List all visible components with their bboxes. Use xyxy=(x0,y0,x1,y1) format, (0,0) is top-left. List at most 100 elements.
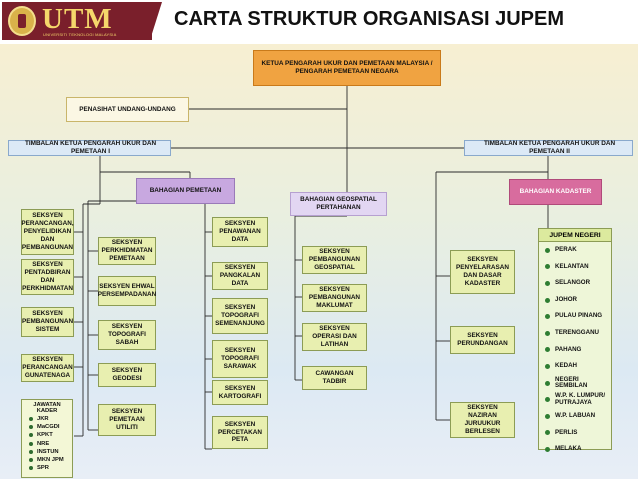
bullet-icon xyxy=(29,458,33,463)
list-item: PULAU PINANG xyxy=(539,308,611,325)
col4-box: CAWANGAN TADBIR xyxy=(302,366,367,390)
bullet-icon xyxy=(545,363,550,369)
list-item-label: PULAU PINANG xyxy=(555,312,603,320)
col3-box: SEKSYEN TOPOGRAFI SARAWAK xyxy=(212,340,268,378)
list-item: NEGERI SEMBILAN xyxy=(539,375,611,392)
bullet-icon xyxy=(545,380,550,386)
bahagian-kadaster-box: BAHAGIAN KADASTER xyxy=(509,179,602,205)
crest-icon xyxy=(8,6,36,36)
list-item-label: SELANGOR xyxy=(555,279,591,287)
col1-box: SEKSYEN PENTADBIRAN DAN PERKHIDMATAN xyxy=(21,259,74,295)
col2-box: SEKSYEN PERKHIDMATAN PEMETAAN xyxy=(98,237,156,265)
list-item: SELANGOR xyxy=(539,275,611,292)
bullet-icon xyxy=(29,466,33,471)
timbalan-left-box: TIMBALAN KETUA PENGARAH UKUR DAN PEMETAA… xyxy=(8,140,171,156)
list-item: MELAKA xyxy=(539,441,611,458)
logo-tagline: UNIVERSITI TEKNOLOGI MALAYSIA xyxy=(43,32,117,37)
list-item: PERAK xyxy=(539,242,611,259)
bullet-icon xyxy=(545,397,550,403)
list-item: MaCGDI xyxy=(25,423,69,431)
list-item-label: NRE xyxy=(37,440,50,447)
bullet-icon xyxy=(29,417,33,422)
col5-box: SEKSYEN PENYELARASAN DAN DASAR KADASTER xyxy=(450,250,515,294)
list-item-label: MELAKA xyxy=(555,445,582,453)
bullet-icon xyxy=(545,430,550,436)
slide-header: UTM UNIVERSITI TEKNOLOGI MALAYSIA CARTA … xyxy=(0,0,638,42)
list-item: PAHANG xyxy=(539,342,611,359)
col3-box: SEKSYEN PANGKALAN DATA xyxy=(212,262,268,290)
jupem-negeri-title: JUPEM NEGERI xyxy=(539,229,611,242)
list-item-label: JKR xyxy=(37,416,49,423)
logo-wordmark: UTM xyxy=(42,3,113,35)
jupem-negeri-box: JUPEM NEGERI PERAK KELANTAN SELANGOR JOH… xyxy=(538,228,612,452)
bullet-icon xyxy=(29,425,33,430)
list-item-label: KELANTAN xyxy=(555,262,589,270)
col4-box: SEKSYEN PEMBANGUNAN MAKLUMAT xyxy=(302,284,367,312)
org-chart: KETUA PENGARAH UKUR DAN PEMETAAN MALAYSI… xyxy=(0,44,638,479)
list-item-label: PAHANG xyxy=(555,345,582,353)
bullet-icon xyxy=(545,330,550,336)
bullet-icon xyxy=(545,247,550,253)
logo-slant xyxy=(150,2,162,40)
col2-box: SEKSYEN TOPOGRAFI SABAH xyxy=(98,320,156,350)
list-item: KEDAH xyxy=(539,358,611,375)
col1-box: SEKSYEN PEMBANGUNAN SISTEM xyxy=(21,307,74,337)
list-item: PERLIS xyxy=(539,425,611,442)
bullet-icon xyxy=(545,446,550,452)
list-item: NRE xyxy=(25,440,69,448)
list-item-label: TERENGGANU xyxy=(555,329,600,337)
bullet-icon xyxy=(545,347,550,353)
list-item-label: MKN JPM xyxy=(37,457,64,464)
slide-title: CARTA STRUKTUR ORGANISASI JUPEM xyxy=(174,8,565,30)
list-item-label: JOHOR xyxy=(555,295,578,303)
bullet-icon xyxy=(29,449,33,454)
list-item: W.P. K. LUMPUR/ PUTRAJAYA xyxy=(539,391,611,408)
bullet-icon xyxy=(545,264,550,270)
list-item: KPKT xyxy=(25,431,69,439)
col2-box: SEKSYEN PEMETAAN UTILITI xyxy=(98,404,156,436)
list-item-label: PERLIS xyxy=(555,428,578,436)
bullet-icon xyxy=(545,297,550,303)
col3-box: SEKSYEN TOPOGRAFI SEMENANJUNG xyxy=(212,298,268,334)
list-item: MKN JPM xyxy=(25,456,69,464)
list-item-label: PERAK xyxy=(555,246,577,254)
bahagian-pemetaan-box: BAHAGIAN PEMETAAN xyxy=(136,178,235,204)
list-item: JOHOR xyxy=(539,292,611,309)
list-item-label: KPKT xyxy=(37,432,53,439)
bullet-icon xyxy=(545,314,550,320)
list-item-label: NEGERI SEMBILAN xyxy=(555,375,588,390)
col1-box: SEKSYEN PERANCANGAN, PENYELIDIKAN DAN PE… xyxy=(21,209,74,255)
list-item: W.P. LABUAN xyxy=(539,408,611,425)
col5-box: SEKSYEN PERUNDANGAN xyxy=(450,326,515,354)
col1-box: SEKSYEN PERANCANGAN GUNATENAGA xyxy=(21,354,74,382)
bullet-icon xyxy=(545,413,550,419)
list-item: INSTUN xyxy=(25,448,69,456)
bahagian-geospatial-box: BAHAGIAN GEOSPATIAL PERTAHANAN xyxy=(290,192,387,216)
list-item-label: KEDAH xyxy=(555,362,578,370)
jawatan-kader-box: JAWATAN KADER JKR MaCGDI KPKT NRE INSTUN… xyxy=(21,399,73,478)
col2-box: SEKSYEN GEODESI xyxy=(98,363,156,387)
list-item-label: SPR xyxy=(37,465,49,472)
penasihat-box: PENASIHAT UNDANG-UNDANG xyxy=(66,97,189,122)
utm-logo: UTM UNIVERSITI TEKNOLOGI MALAYSIA xyxy=(2,2,152,40)
ketua-pengarah-box: KETUA PENGARAH UKUR DAN PEMETAAN MALAYSI… xyxy=(253,50,441,86)
list-item: KELANTAN xyxy=(539,259,611,276)
col4-box: SEKSYEN OPERASI DAN LATIHAN xyxy=(302,323,367,351)
col3-box: SEKSYEN KARTOGRAFI xyxy=(212,380,268,405)
col3-box: SEKSYEN PERCETAKAN PETA xyxy=(212,416,268,449)
list-item-label: W.P. LABUAN xyxy=(555,411,596,419)
list-item-label: INSTUN xyxy=(37,448,59,455)
bullet-icon xyxy=(545,280,550,286)
jawatan-kader-title: JAWATAN KADER xyxy=(33,402,61,414)
bullet-icon xyxy=(29,433,33,438)
col5-box: SEKSYEN NAZIRAN JURUUKUR BERLESEN xyxy=(450,402,515,438)
list-item: TERENGGANU xyxy=(539,325,611,342)
timbalan-right-box: TIMBALAN KETUA PENGARAH UKUR DAN PEMETAA… xyxy=(464,140,633,156)
list-item-label: MaCGDI xyxy=(37,424,60,431)
bullet-icon xyxy=(29,441,33,446)
col2-box: SEKSYEN EHWAL PERSEMPADANAN xyxy=(98,276,156,306)
col3-box: SEKSYEN PENAWANAN DATA xyxy=(212,217,268,247)
list-item: JKR xyxy=(25,415,69,423)
list-item-label: W.P. K. LUMPUR/ PUTRAJAYA xyxy=(555,392,606,406)
col4-box: SEKSYEN PEMBANGUNAN GEOSPATIAL xyxy=(302,246,367,274)
